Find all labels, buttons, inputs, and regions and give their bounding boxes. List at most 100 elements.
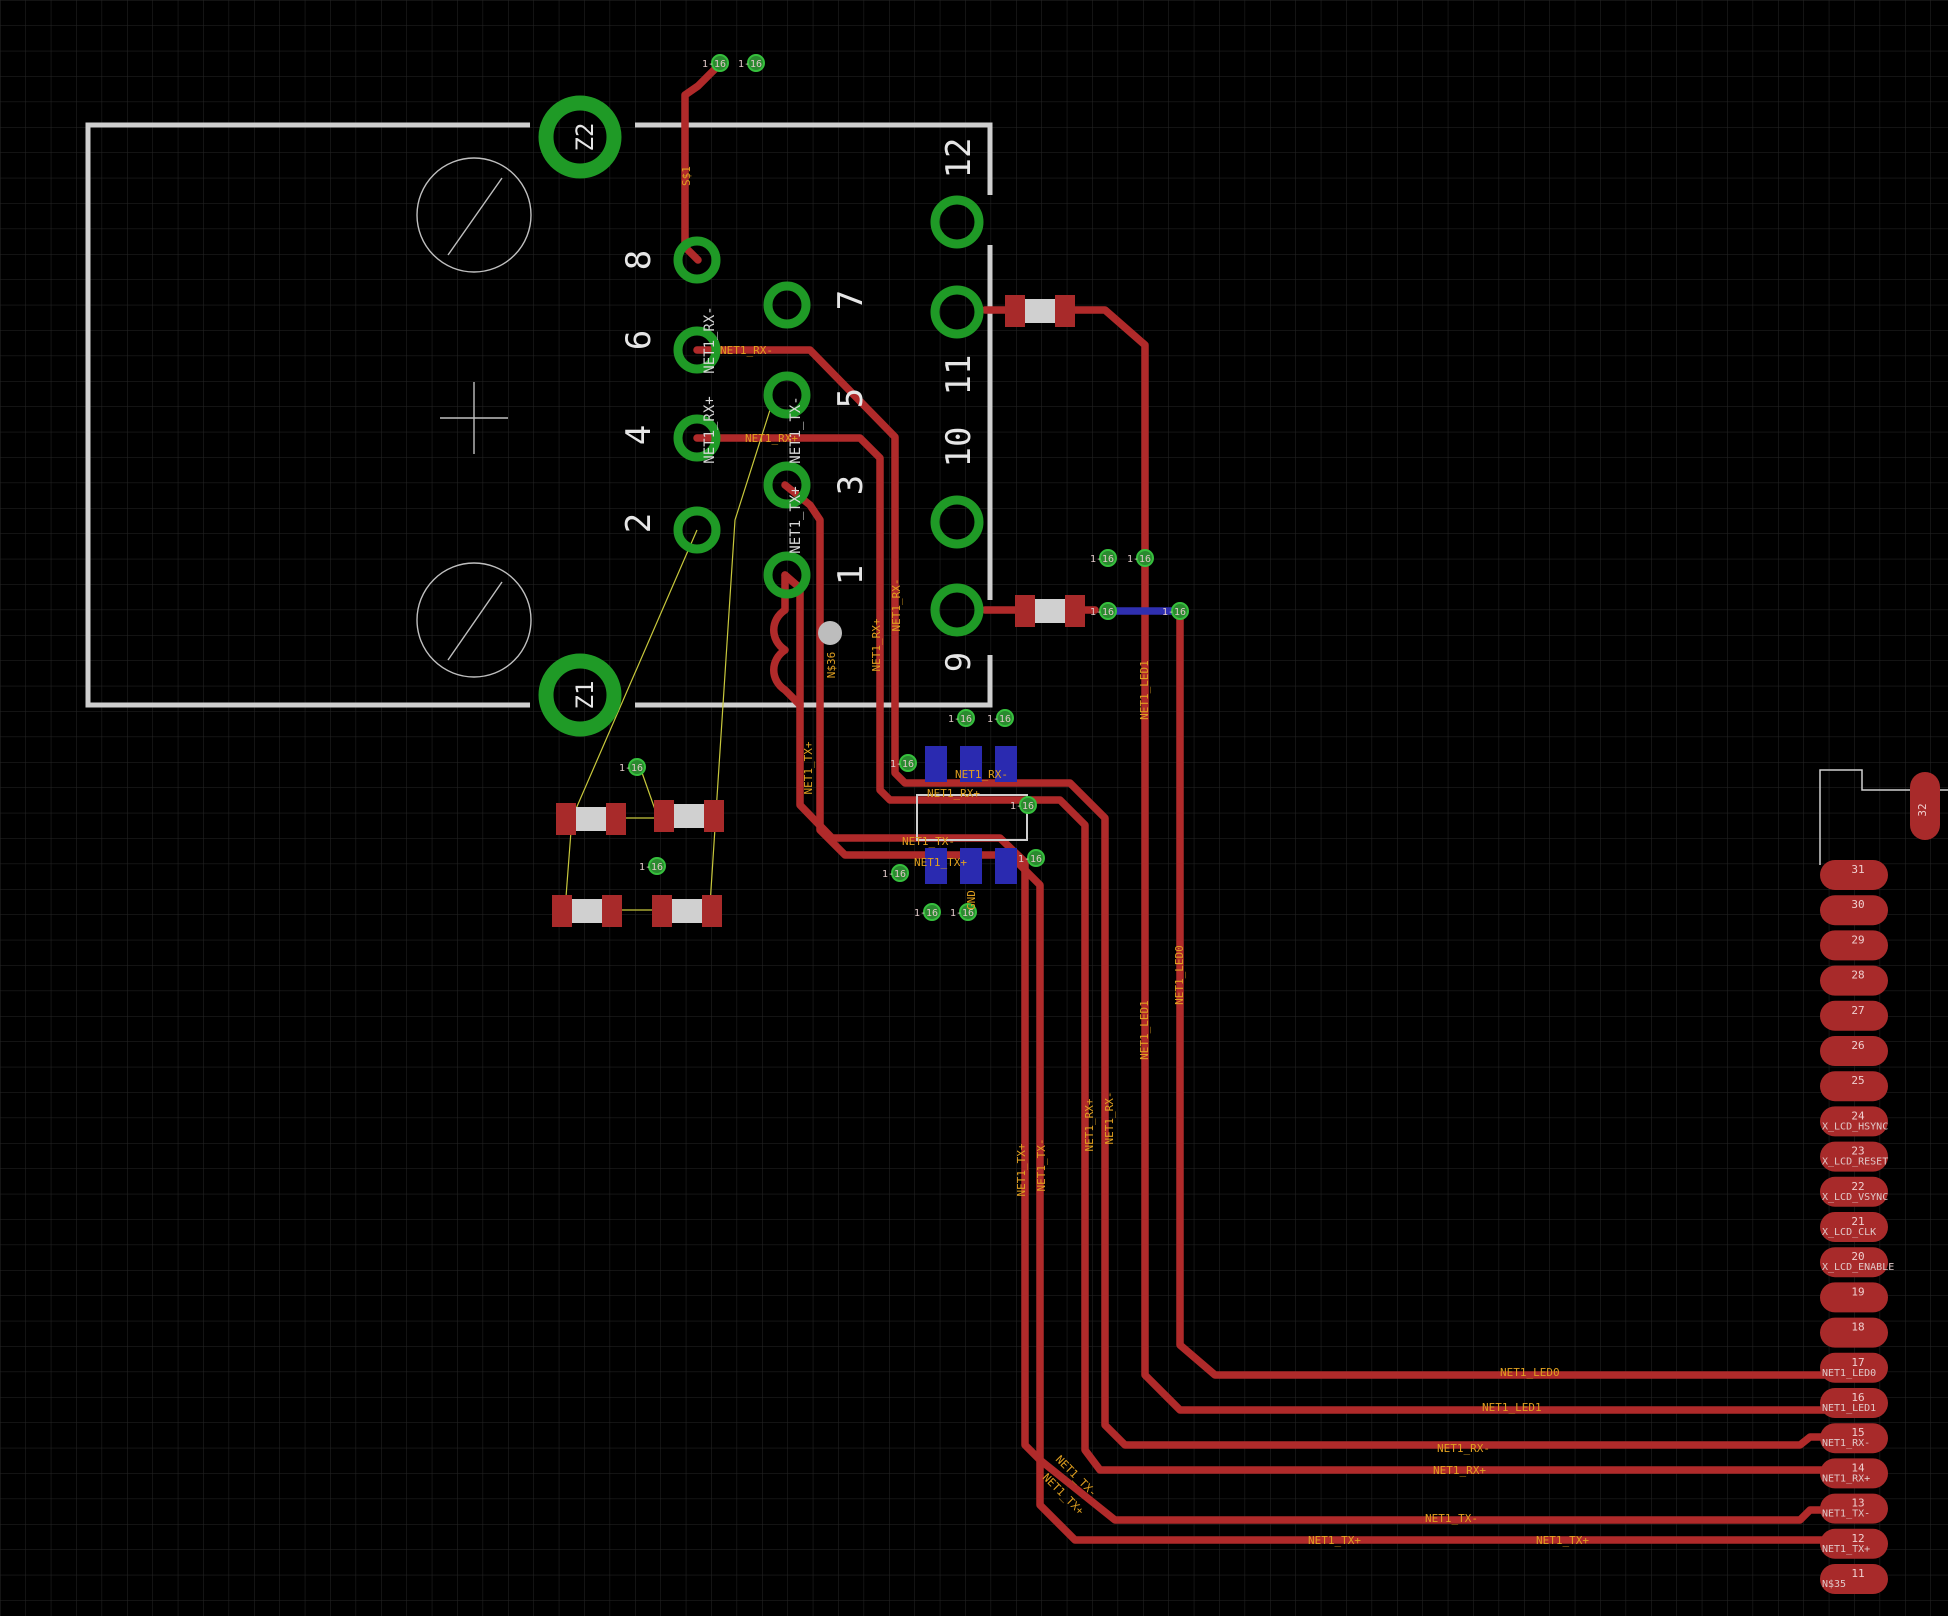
header-pad-28[interactable]	[1820, 965, 1888, 996]
header-pad-number: 15	[1851, 1426, 1864, 1439]
label-rx-minus-top: NET1_RX-	[720, 344, 773, 357]
header-pad-number: 13	[1851, 1497, 1864, 1510]
connector-tx-minus-label: NET1_TX-	[788, 396, 804, 463]
header-outline	[1819, 769, 1948, 865]
header-pad-net-label: NET1_RX-	[1822, 1438, 1870, 1449]
header-pad-net-label: NET1_LED1	[1822, 1403, 1876, 1414]
pin-label-11: 11	[939, 355, 979, 396]
termination-resistor-a	[556, 803, 626, 835]
label-rx-plus-vertical: NET1_RX+	[1083, 1098, 1096, 1151]
header-pad-21[interactable]	[1820, 1212, 1888, 1242]
header-pad-20[interactable]	[1820, 1247, 1888, 1278]
mount-hole-z1	[538, 653, 622, 737]
header-pad-18[interactable]	[1820, 1317, 1888, 1348]
pad-7	[763, 281, 811, 329]
label-tx-minus-mid: NET1_TX-	[902, 835, 955, 848]
pin-label-1: 1	[831, 565, 871, 585]
header-pad-net-label: X_LCD_RESET	[1822, 1157, 1888, 1168]
header-pad-31[interactable]	[1820, 860, 1888, 890]
board-via-white	[818, 621, 842, 645]
header-pad-22[interactable]	[1820, 1176, 1888, 1207]
pad-9	[930, 583, 984, 637]
header-pad-11[interactable]	[1820, 1564, 1888, 1594]
svg-text:1-16: 1-16	[948, 714, 972, 725]
mount-hole-label-z2: Z2	[571, 123, 599, 152]
header-pad-number: 12	[1851, 1532, 1864, 1545]
label-rx-plus-top: NET1_RX+	[745, 432, 798, 445]
header-pad-net-label: X_LCD_CLK	[1822, 1227, 1876, 1238]
header-pad-13[interactable]	[1820, 1493, 1888, 1524]
rj45-connector[interactable]	[85, 122, 993, 708]
pad-6	[673, 326, 721, 374]
bottom-copper-traces	[925, 607, 1182, 884]
header-pad-net-label: X_LCD_VSYNC	[1822, 1192, 1888, 1203]
header-pad-number: 14	[1851, 1461, 1865, 1474]
label-tx-plus-mid: NET1_TX+	[914, 856, 967, 869]
header-pad-net-label: X_LCD_HSYNC	[1822, 1121, 1888, 1132]
termination-resistor-b	[654, 800, 724, 832]
vias[interactable]	[628, 54, 1189, 921]
header-pad-29[interactable]	[1820, 930, 1888, 961]
header-pad-26[interactable]	[1820, 1036, 1888, 1066]
header-pad-14[interactable]	[1820, 1458, 1888, 1489]
pin-label-4: 4	[619, 425, 659, 445]
pad-5	[763, 371, 811, 419]
header-pad-25[interactable]	[1820, 1071, 1888, 1102]
label-rx-plus-mid: NET1_RX+	[927, 787, 980, 800]
label-led1-vertical: NET1_LED1	[1138, 660, 1151, 720]
svg-text:1-16: 1-16	[702, 59, 726, 70]
header-pad-23[interactable]	[1820, 1141, 1888, 1172]
svg-text:1-16: 1-16	[639, 862, 663, 873]
label-n36: N$36	[825, 652, 838, 679]
connector-tx-label: NET1_TX+	[788, 486, 804, 553]
header-pad-17[interactable]	[1820, 1352, 1888, 1383]
mount-hole-label-z1: Z1	[571, 681, 599, 710]
header-pad-net-label: NET1_RX+	[1822, 1473, 1870, 1484]
pin-label-7: 7	[831, 290, 871, 310]
pin-label-10: 10	[939, 427, 979, 468]
header-pad-16[interactable]	[1820, 1388, 1888, 1418]
header-pad-number: 21	[1851, 1215, 1864, 1228]
header-pad-19[interactable]	[1820, 1282, 1888, 1313]
connector-guide-holes	[416, 157, 532, 678]
header-pad-24[interactable]	[1820, 1106, 1888, 1137]
svg-text:1-16: 1-16	[987, 714, 1011, 725]
header-pad-number: 30	[1851, 898, 1864, 911]
header-pad-number: 31	[1851, 863, 1864, 876]
label-rx-minus-vertical-top: NET1_RX-	[890, 579, 903, 632]
connector-pin-labels: 8 6 4 2 7 5 3 1 12 11 10 9 Z2 Z1 NET1_RX…	[571, 123, 979, 710]
header-pad-30[interactable]	[1820, 895, 1888, 926]
pad-3	[763, 461, 811, 509]
header-pad-number: 18	[1851, 1321, 1864, 1334]
smd-components[interactable]	[552, 295, 1085, 927]
svg-text:1-16: 1-16	[738, 59, 762, 70]
header-pad-15[interactable]	[1820, 1423, 1888, 1454]
connector-pads[interactable]	[538, 95, 984, 737]
label-gnd: GND	[965, 890, 978, 910]
header-pad-32	[1910, 772, 1940, 840]
svg-text:1-16: 1-16	[1018, 854, 1042, 865]
label-tx-minus-horizontal: NET1_TX-	[1425, 1512, 1478, 1525]
right-header[interactable]: 3130292827262524X_LCD_HSYNC23X_LCD_RESET…	[1819, 769, 1948, 1594]
header-pad-27[interactable]	[1820, 1000, 1888, 1031]
label-tx-plus-horizontal: NET1_TX+	[1308, 1534, 1361, 1547]
svg-text:1-16: 1-16	[1090, 607, 1114, 618]
header-pad-number: 17	[1851, 1356, 1864, 1369]
pad-8	[673, 236, 721, 284]
header-pad-12[interactable]	[1820, 1528, 1888, 1559]
svg-text:1-16: 1-16	[1127, 554, 1151, 565]
label-led1-horizontal: NET1_LED1	[1482, 1401, 1542, 1414]
label-rx-minus-horizontal: NET1_RX-	[1437, 1442, 1490, 1455]
led0-resistor	[1015, 595, 1085, 627]
label-rx-plus-horizontal: NET1_RX+	[1433, 1464, 1486, 1477]
label-s1: S$1	[680, 166, 693, 186]
label-led0-horizontal: NET1_LED0	[1500, 1366, 1560, 1379]
header-pad-net-label: NET1_TX+	[1822, 1544, 1870, 1555]
label-rx-minus-vertical: NET1_RX-	[1103, 1092, 1116, 1145]
pin-label-8: 8	[619, 250, 659, 270]
label-tx-plus-vertical: NET1_TX+	[1015, 1143, 1028, 1196]
header-pad-number: 29	[1851, 933, 1864, 946]
header-pad-net-label: NET1_TX-	[1822, 1509, 1870, 1520]
pad-4	[673, 414, 721, 462]
